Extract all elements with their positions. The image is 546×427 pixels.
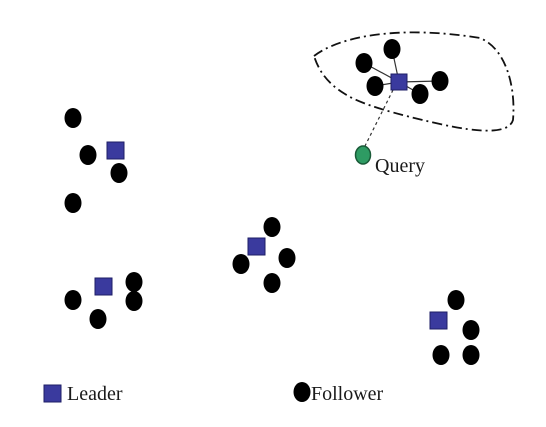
follower-node	[89, 309, 107, 329]
follower-node	[462, 320, 480, 340]
cluster-boundary	[312, 31, 515, 132]
cluster-lower-left	[64, 272, 143, 329]
legend: Leader Follower	[43, 382, 384, 405]
cluster-upper-left	[64, 108, 128, 213]
follower-node	[79, 145, 97, 165]
cluster-lower-right	[429, 290, 480, 365]
follower-node	[366, 76, 384, 96]
follower-node	[64, 108, 82, 128]
follower-node	[64, 290, 82, 310]
legend-follower-swatch	[293, 382, 311, 402]
follower-node	[232, 254, 250, 274]
follower-node	[110, 163, 128, 183]
follower-node	[355, 53, 373, 73]
follower-node	[263, 217, 281, 237]
leader-node	[390, 73, 408, 91]
follower-node	[263, 273, 281, 293]
leader-node	[106, 141, 125, 160]
follower-node	[64, 193, 82, 213]
follower-node	[462, 345, 480, 365]
follower-node	[411, 84, 429, 104]
follower-node	[125, 291, 143, 311]
query-link	[362, 89, 394, 151]
follower-node	[447, 290, 465, 310]
leader-node	[247, 237, 266, 256]
follower-node	[125, 272, 143, 292]
legend-follower-label: Follower	[311, 383, 384, 405]
leader-node	[94, 277, 113, 296]
cluster-top-right	[355, 39, 449, 104]
cluster-center	[232, 217, 296, 293]
legend-leader-swatch	[43, 384, 62, 403]
follower-node	[383, 39, 401, 59]
follower-node	[431, 71, 449, 91]
legend-leader-label: Leader	[67, 383, 123, 405]
follower-node	[432, 345, 450, 365]
query-label: Query	[375, 155, 425, 177]
leader-node	[429, 311, 448, 330]
follower-node	[278, 248, 296, 268]
query-node	[354, 145, 372, 165]
